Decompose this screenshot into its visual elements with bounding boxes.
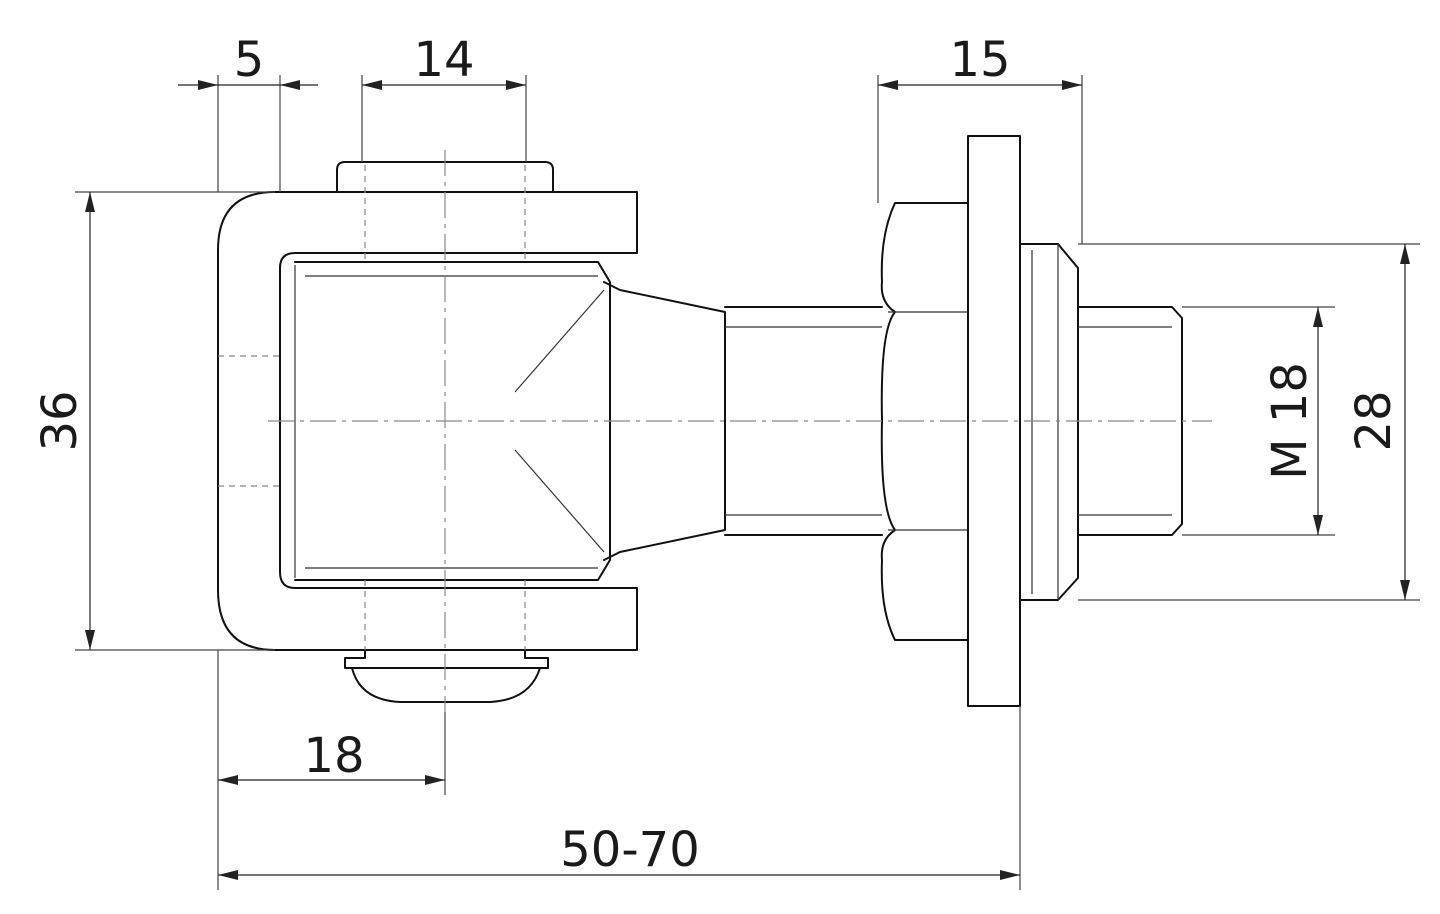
dimension-28: 28	[1346, 244, 1410, 600]
dimension-50-70: 50-70	[218, 822, 1020, 880]
hex-nut	[880, 202, 969, 641]
dimension-14: 14	[362, 32, 526, 90]
extension-lines	[75, 75, 1420, 890]
dim-label-28: 28	[1346, 390, 1402, 451]
dim-label-50-70: 50-70	[560, 822, 699, 878]
dimension-36: 36	[32, 192, 95, 650]
dimension-18: 18	[218, 728, 445, 785]
dimension-15: 15	[878, 32, 1082, 90]
dim-label-15: 15	[949, 32, 1010, 88]
dimension-m18: M 18	[1262, 307, 1323, 535]
dim-label-36: 36	[32, 390, 88, 451]
dim-label-m18: M 18	[1262, 362, 1318, 480]
dimension-5: 5	[178, 32, 318, 90]
center-lines	[268, 150, 1212, 712]
dim-label-14: 14	[413, 32, 474, 88]
hidden-lines	[218, 165, 526, 650]
dim-label-5: 5	[234, 32, 265, 88]
dim-label-18: 18	[303, 728, 364, 784]
weld-washer	[1019, 243, 1079, 601]
